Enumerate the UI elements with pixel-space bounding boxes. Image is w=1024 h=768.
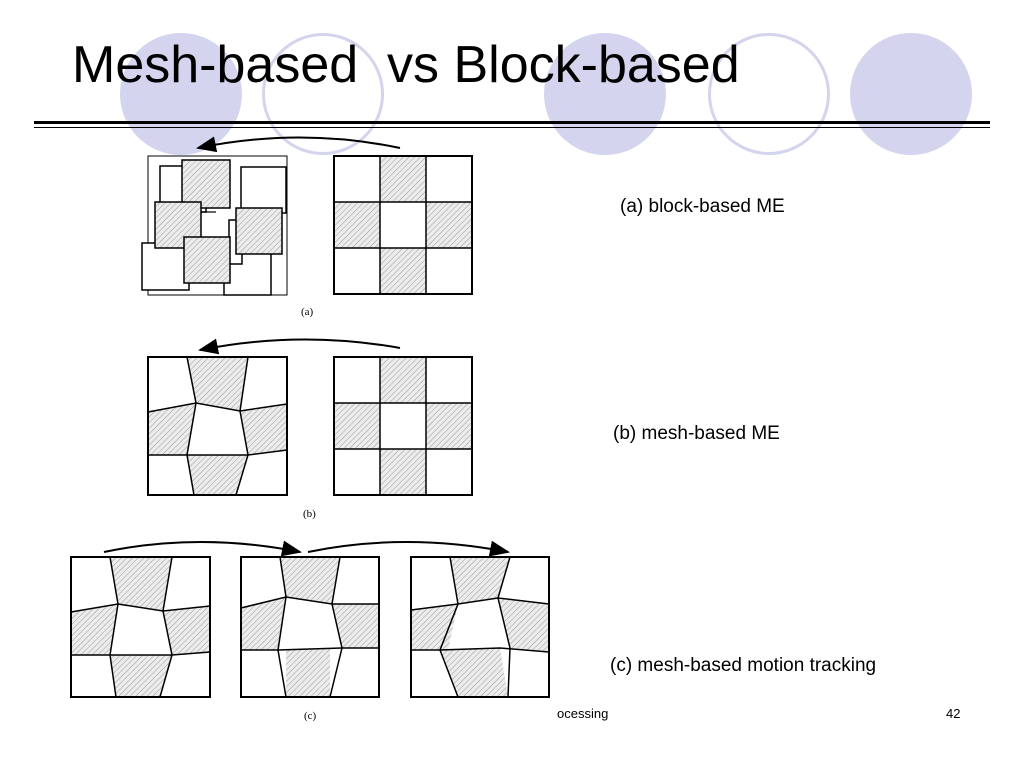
figure-label-c: (c) bbox=[304, 710, 317, 722]
tracking-frame-2 bbox=[240, 556, 380, 698]
title-divider-thin bbox=[34, 127, 990, 128]
diagram-c bbox=[70, 540, 550, 698]
decorative-circle bbox=[708, 33, 830, 155]
reference-frame bbox=[147, 155, 288, 296]
slide-number: 42 bbox=[946, 706, 961, 721]
diagram-a bbox=[141, 136, 473, 296]
decorative-circle bbox=[262, 33, 384, 155]
footer-course-title: ocessing bbox=[557, 706, 609, 721]
title-divider bbox=[34, 121, 990, 124]
arrow-c1 bbox=[103, 540, 302, 557]
diagram-b bbox=[147, 338, 473, 496]
reference-frame-mesh bbox=[147, 356, 288, 496]
decorative-circle bbox=[120, 33, 242, 155]
tracking-frame-3 bbox=[410, 556, 550, 698]
arrow-a bbox=[196, 136, 401, 153]
caption-mesh-based: (b) mesh-based ME bbox=[613, 423, 780, 444]
figure-label-a: (a) bbox=[301, 306, 314, 318]
arrow-b bbox=[198, 338, 401, 355]
decorative-circle bbox=[544, 33, 666, 155]
caption-block-based: (a) block-based ME bbox=[620, 196, 785, 217]
arrow-c2 bbox=[307, 540, 510, 557]
caption-mesh-tracking: (c) mesh-based motion tracking bbox=[610, 655, 877, 676]
decorative-circle bbox=[850, 33, 972, 155]
current-frame-grid bbox=[333, 356, 473, 496]
current-frame bbox=[333, 155, 473, 295]
figure-label-b: (b) bbox=[303, 508, 316, 520]
slide-title: Mesh-based vs Block-based bbox=[72, 36, 740, 94]
tracking-frame-1 bbox=[70, 556, 211, 698]
